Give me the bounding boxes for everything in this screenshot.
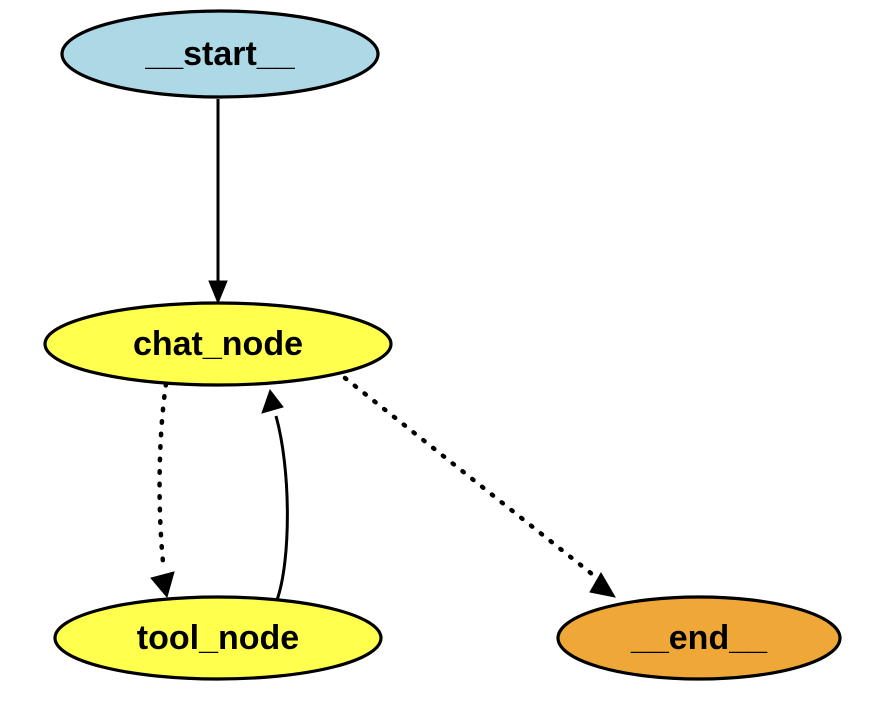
edge-chat-to-end xyxy=(342,375,616,598)
node-tool-node[interactable]: tool_node xyxy=(53,595,383,681)
edge-chat-to-tool xyxy=(150,381,175,599)
arrowhead-start-to-chat xyxy=(208,280,228,305)
node-chat-node[interactable]: chat_node xyxy=(43,301,393,387)
arrowhead-tool-to-chat xyxy=(261,388,284,414)
node-end[interactable]: __end__ xyxy=(556,595,842,681)
arrowhead-chat-to-end xyxy=(589,572,616,598)
edge-start-to-chat xyxy=(208,99,228,305)
node-start[interactable]: __start__ xyxy=(60,9,380,99)
arrowhead-chat-to-tool xyxy=(150,571,175,599)
node-chat-node-ellipse[interactable] xyxy=(43,301,393,387)
node-tool-node-label: tool_node xyxy=(137,619,299,657)
node-end-ellipse[interactable] xyxy=(556,595,842,681)
node-start-ellipse[interactable] xyxy=(60,9,380,99)
node-layer: __start__ chat_node tool_node __end__ xyxy=(43,9,842,681)
edge-chat-to-end-line xyxy=(342,375,600,581)
node-start-label: __start__ xyxy=(144,35,295,73)
edge-chat-to-tool-line xyxy=(157,381,169,565)
node-end-label: __end__ xyxy=(630,619,768,657)
edge-layer xyxy=(150,99,616,601)
node-tool-node-ellipse[interactable] xyxy=(53,595,383,681)
edge-tool-to-chat xyxy=(261,388,289,601)
node-chat-node-label: chat_node xyxy=(133,325,303,363)
edge-tool-to-chat-line xyxy=(274,415,289,601)
